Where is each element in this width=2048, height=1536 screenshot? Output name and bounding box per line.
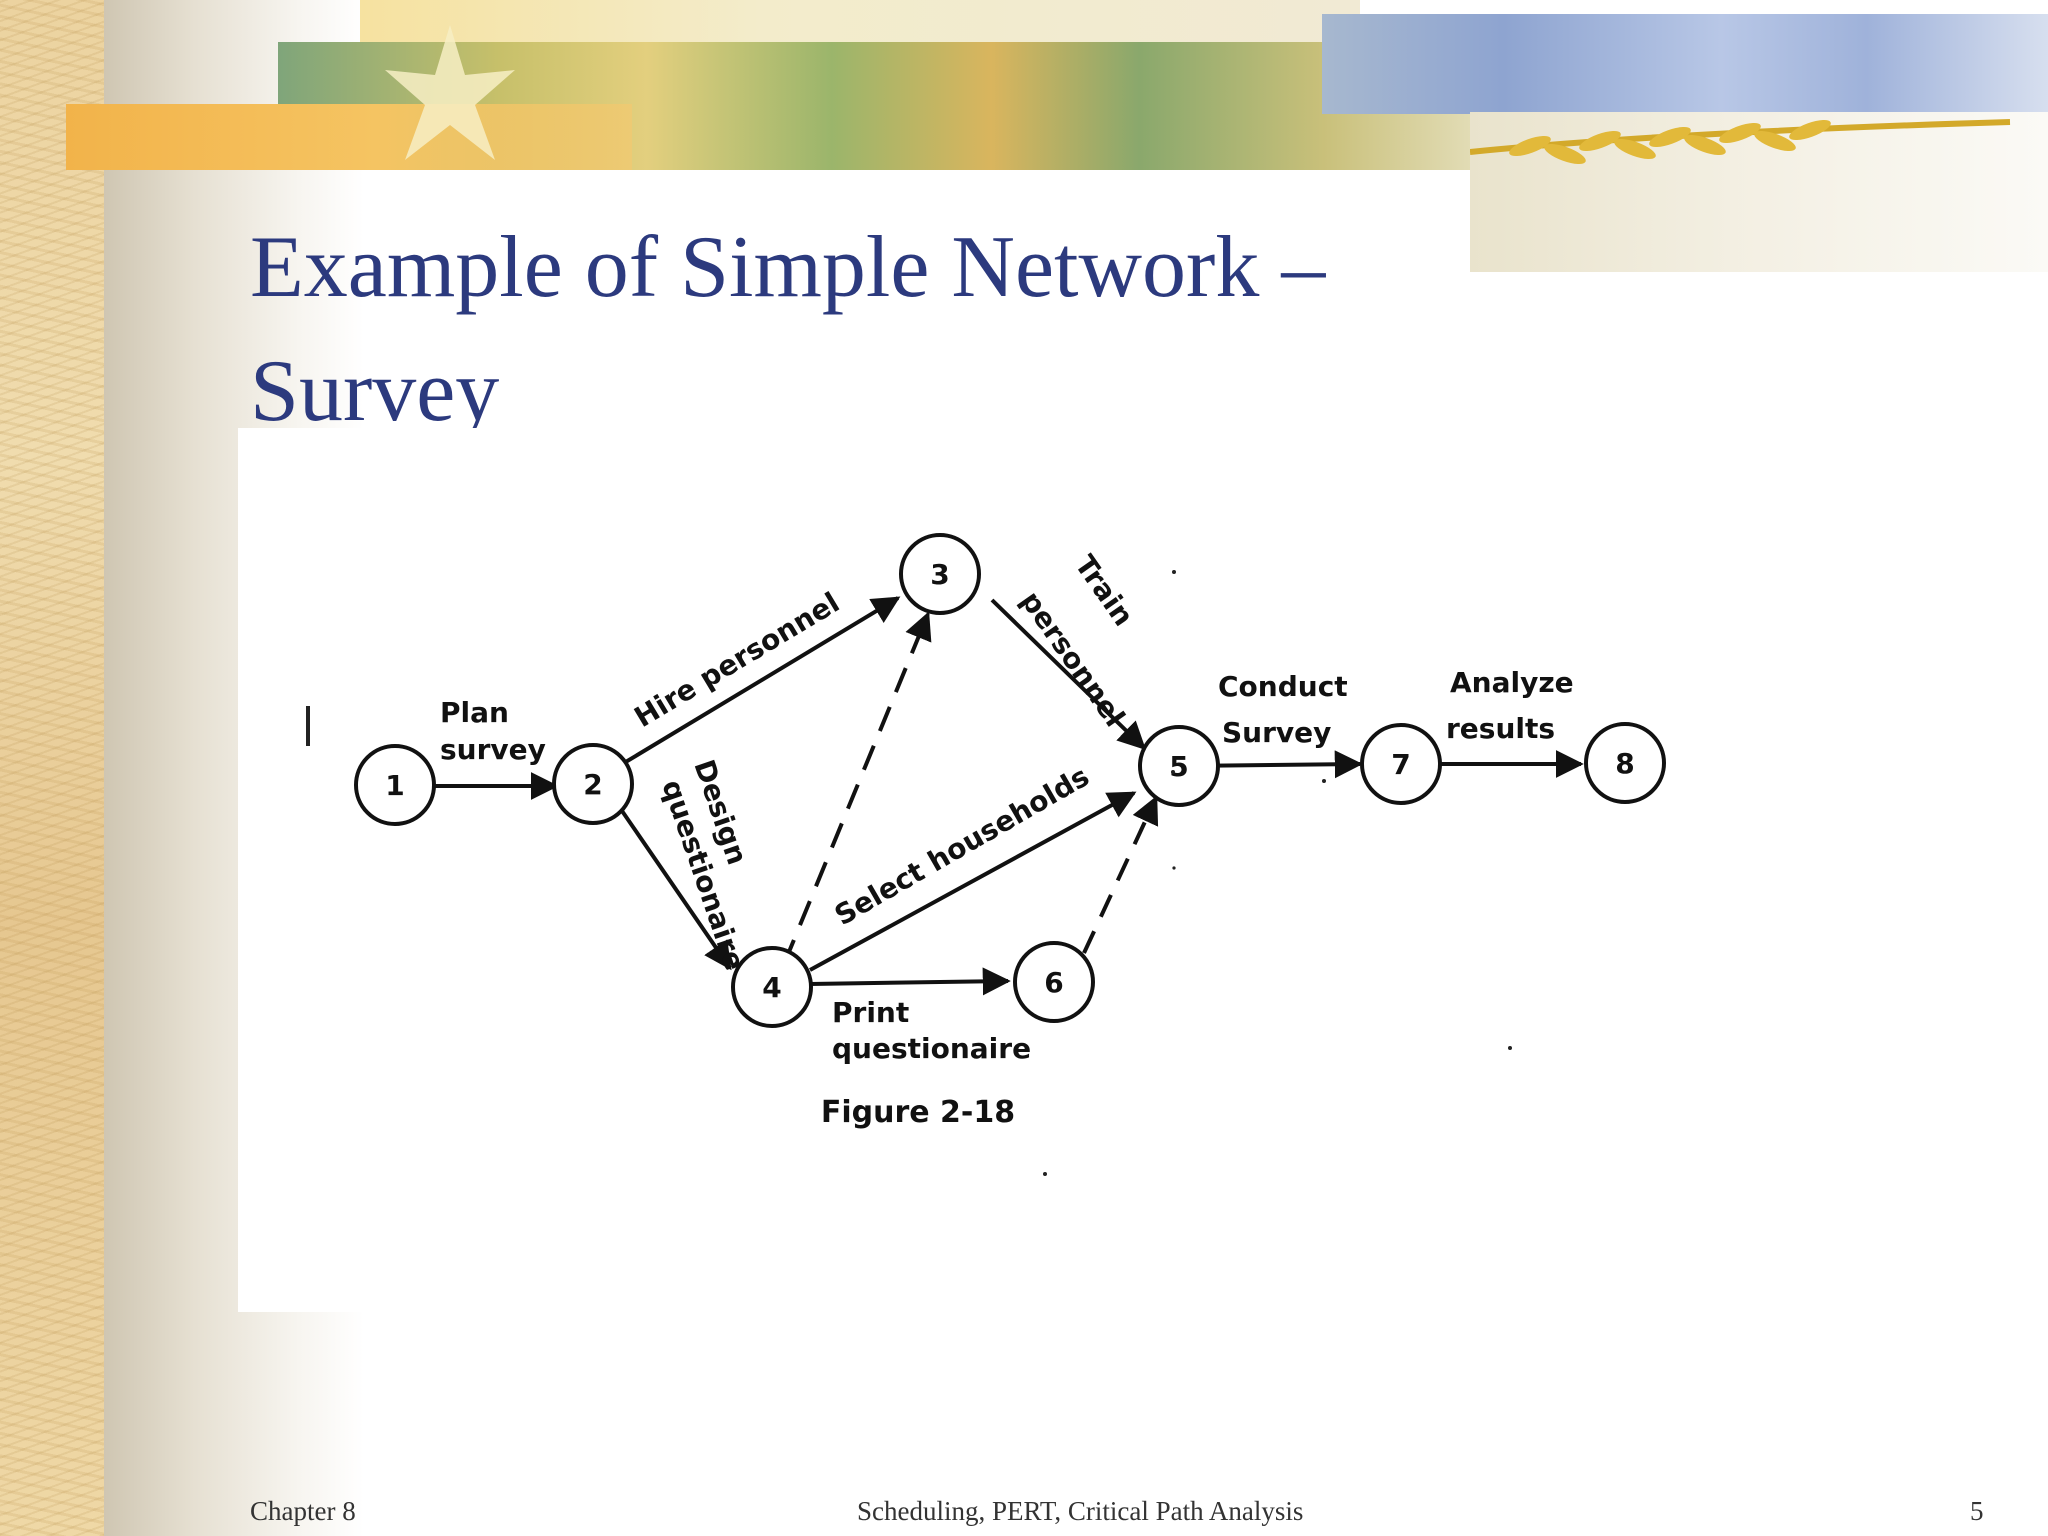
- node-1: [354, 744, 436, 826]
- edge-4-5: [809, 791, 1137, 972]
- banner-top-strip: [360, 0, 1360, 44]
- edge-2-3: [622, 596, 901, 765]
- footer-chapter: Chapter 8: [250, 1496, 356, 1526]
- label-print: Print: [832, 996, 909, 1029]
- footer-title: Scheduling, PERT, Critical Path Analysis: [857, 1496, 1304, 1526]
- footer-page-number: 5: [1970, 1496, 1984, 1526]
- label-survey: survey: [440, 733, 546, 766]
- label-survey-conduct: Survey: [1222, 716, 1331, 749]
- left-texture-strip: [0, 0, 104, 1536]
- node-6-label: 6: [1044, 966, 1063, 999]
- label-train: Train: [1068, 549, 1140, 632]
- edge-4-3-dashed: [782, 611, 932, 965]
- banner-blue-strip: [1322, 14, 2048, 114]
- node-5: [1138, 725, 1220, 807]
- label-conduct: Conduct: [1218, 670, 1348, 703]
- node-7-label: 7: [1391, 748, 1410, 781]
- network-diagram: 1 2 3 4 5 6 7 8 Plan survey Hire personn…: [306, 533, 1666, 1176]
- page-title: Example of Simple Network – Survey: [250, 206, 1550, 454]
- node-3-label: 3: [930, 558, 949, 591]
- title-line-2: Survey: [250, 343, 500, 440]
- node-5-label: 5: [1169, 750, 1188, 783]
- network-figure: 1 2 3 4 5 6 7 8 Plan survey Hire personn…: [238, 428, 2048, 1312]
- label-results: results: [1446, 712, 1555, 745]
- label-select-households: Select households: [829, 760, 1095, 932]
- label-questionaire-print: questionaire: [832, 1032, 1031, 1065]
- node-4-label: 4: [762, 971, 781, 1004]
- figure-caption: Figure 2-18: [821, 1095, 1015, 1130]
- node-2: [552, 743, 634, 825]
- node-4: [731, 946, 813, 1028]
- scan-marks: [306, 570, 1512, 1176]
- label-plan: Plan: [440, 696, 509, 729]
- label-hire-personnel: Hire personnel: [629, 586, 846, 734]
- wheat-decoration: [1470, 119, 2011, 164]
- edge-3-5: [990, 598, 1147, 750]
- banner-orange-strip: [66, 104, 632, 170]
- node-8-label: 8: [1615, 747, 1634, 780]
- label-analyze: Analyze: [1450, 666, 1574, 699]
- node-8: [1584, 722, 1666, 804]
- edge-2-4: [618, 806, 732, 971]
- node-2-label: 2: [583, 768, 602, 801]
- title-line-1: Example of Simple Network –: [250, 219, 1326, 316]
- node-7: [1360, 723, 1442, 805]
- node-3: [899, 533, 981, 615]
- node-6: [1013, 941, 1095, 1023]
- edge-6-5-dashed: [1082, 795, 1159, 954]
- node-1-label: 1: [385, 769, 404, 802]
- edge-4-6: [809, 967, 1011, 996]
- leaf-decoration: [385, 25, 515, 160]
